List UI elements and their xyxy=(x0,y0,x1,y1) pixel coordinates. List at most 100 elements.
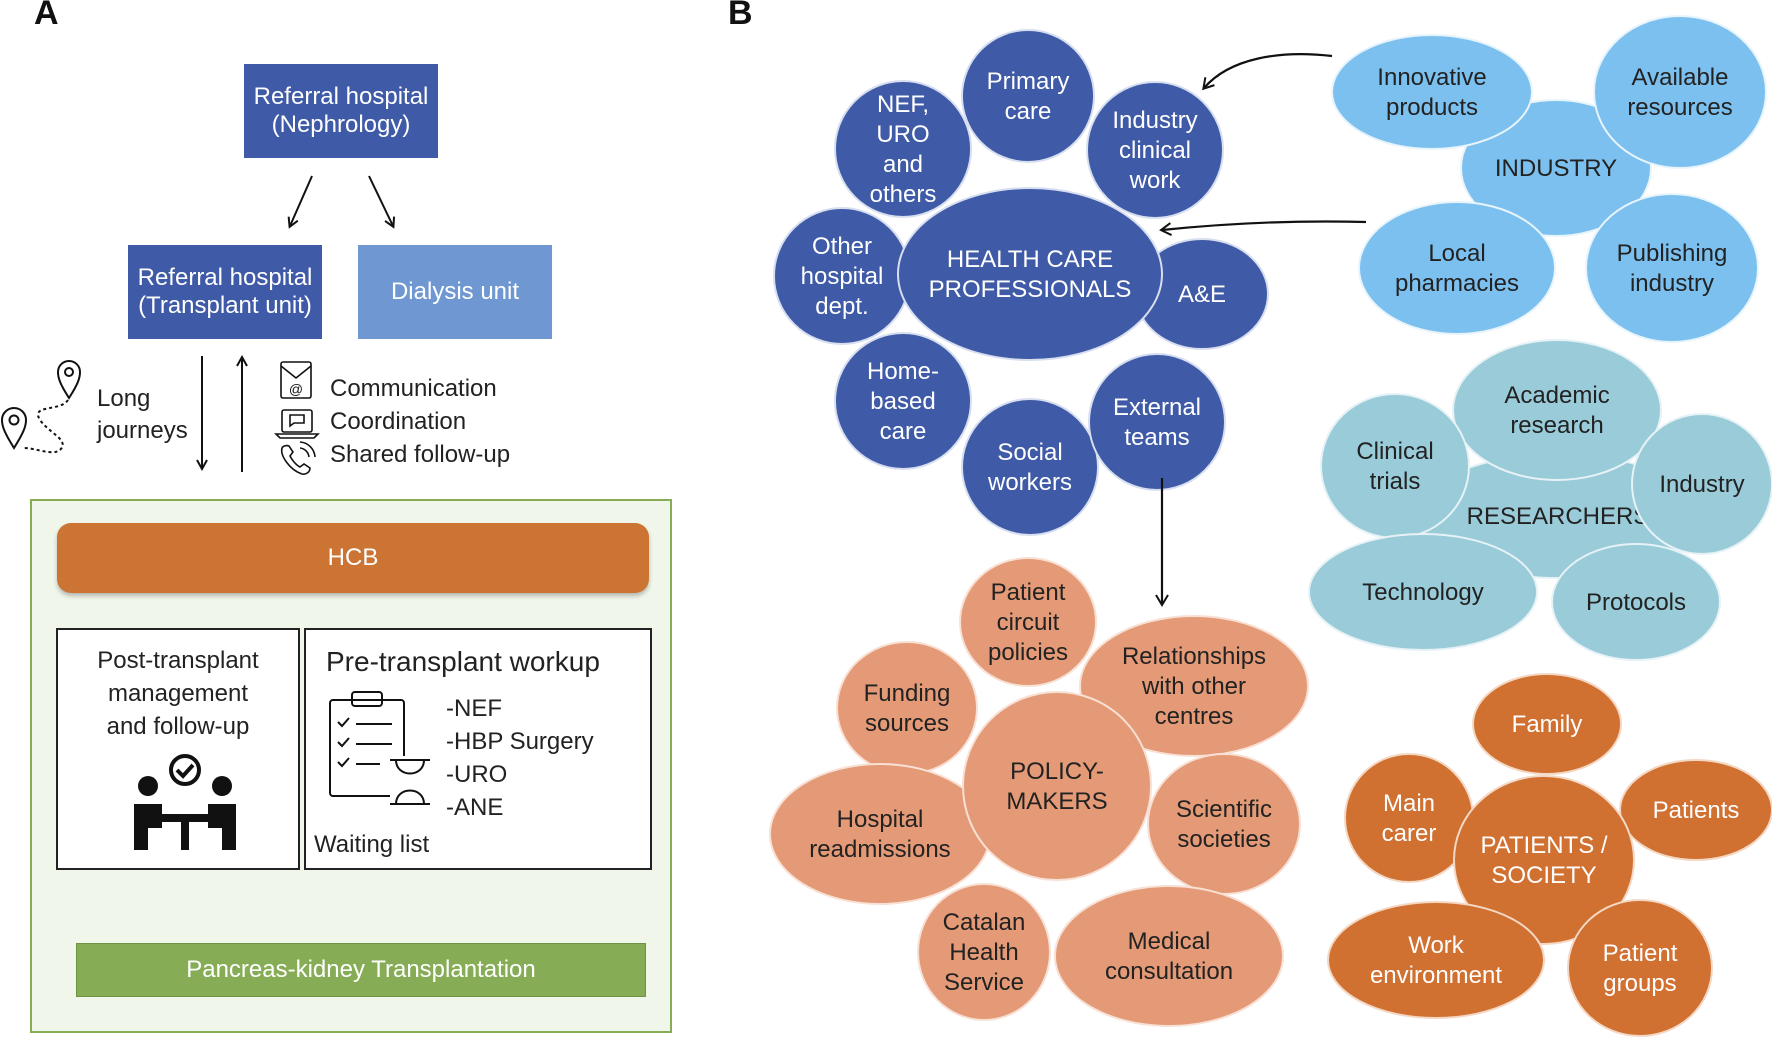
bubble-publishing-industry-shape xyxy=(1585,193,1759,343)
bubble-ae-label-1: A&E xyxy=(1178,281,1226,308)
bubble-other-hospital-dept: Other hospital dept. xyxy=(773,207,911,345)
bubble-industry-clinical-work-shape xyxy=(1086,81,1224,219)
bubble-scientific-societies-shape xyxy=(1147,753,1301,895)
bubble-patients-society-center-shape xyxy=(1453,775,1635,945)
bubble-industry-clinical-work-label-1: Industry xyxy=(1112,107,1197,134)
bubble-available-resources-label-1: Available xyxy=(1632,64,1729,91)
bubble-funding-sources-label-2: sources xyxy=(865,710,949,737)
arrow-nephro-to-transplant xyxy=(290,175,313,226)
hcb-bar: HCB xyxy=(57,523,649,593)
bubble-protocols-label-1: Protocols xyxy=(1586,589,1686,616)
bubble-nef-uro-others-label-2: URO xyxy=(876,121,929,148)
bubble-home-based-care-label-2: based xyxy=(870,388,935,415)
bubble-patients-shape xyxy=(1619,759,1772,861)
bubble-social-workers: Social workers xyxy=(961,398,1099,536)
bubble-other-hospital-dept-label-2: hospital xyxy=(801,263,884,290)
dialysis-unit-box: Dialysis unit xyxy=(358,245,552,339)
long-journeys-line2: journeys xyxy=(97,417,188,444)
bubble-catalan-health-service-label-2: Health xyxy=(949,939,1018,966)
bubble-health-care-professionals-shape xyxy=(897,187,1163,361)
bubble-patient-circuit-policies-label-2: circuit xyxy=(997,609,1060,636)
map-pin-icon xyxy=(0,360,82,454)
bubble-other-hospital-dept-label-1: Other xyxy=(812,233,872,260)
bubble-patient-groups-label-2: groups xyxy=(1603,970,1676,997)
item-nef: -NEF xyxy=(446,695,502,722)
referral-transplant-line1: Referral hospital xyxy=(137,264,313,292)
bubble-medical-consultation-shape xyxy=(1054,885,1284,1027)
bubble-hospital-readmissions-shape xyxy=(769,763,991,905)
bubble-policy-makers-center-label-2: MAKERS xyxy=(1006,788,1107,815)
bubble-clinical-trials-label-1: Clinical xyxy=(1356,438,1433,465)
bubble-health-care-professionals-label-2: PROFESSIONALS xyxy=(929,276,1132,303)
bubble-primary-care-label-2: care xyxy=(1005,98,1052,125)
bubble-relationships-other-centres-label-1: Relationships xyxy=(1122,643,1266,670)
shared-follow-up-label: Shared follow-up xyxy=(330,441,511,468)
coordination-label: Coordination xyxy=(330,408,467,435)
arrow-industry-to-hcp-top xyxy=(1202,53,1333,91)
bubble-patient-groups-shape xyxy=(1567,899,1713,1037)
bubble-primary-care-label-1: Primary xyxy=(987,68,1070,95)
referral-nephrology-line2: (Nephrology) xyxy=(271,111,411,138)
bubble-publishing-industry-label-2: industry xyxy=(1630,270,1714,297)
referral-nephrology-line1: Referral hospital xyxy=(253,83,429,111)
item-uro: -URO xyxy=(446,761,508,788)
bubble-hospital-readmissions-label-2: readmissions xyxy=(809,836,950,863)
long-journeys-line1: Long xyxy=(97,385,151,412)
bubble-patients-society-center: PATIENTS /SOCIETY xyxy=(1453,775,1635,945)
bubble-social-workers-label-1: Social xyxy=(997,439,1062,466)
bubble-nef-uro-others-label-4: others xyxy=(870,181,937,208)
bubble-relationships-other-centres-shape xyxy=(1079,615,1309,757)
bubble-technology-label-1: Technology xyxy=(1362,579,1483,606)
bubble-relationships-other-centres-label-2: with other xyxy=(1141,673,1246,700)
communication-list: Communication Coordination Shared follow… xyxy=(330,372,590,471)
bubble-policy-makers-center-shape xyxy=(962,691,1152,881)
bubble-patients: Patients xyxy=(1619,759,1772,861)
bubble-work-environment-label-1: Work xyxy=(1408,932,1465,959)
bubble-family: Family xyxy=(1472,673,1622,775)
bubble-innovative-products: Innovative products xyxy=(1331,34,1533,150)
bubble-medical-consultation-label-1: Medical xyxy=(1128,928,1211,955)
post-transplant-box: Post-transplant management and follow-up xyxy=(56,628,300,870)
svg-text:@: @ xyxy=(289,381,303,397)
bubble-catalan-health-service-label-1: Catalan xyxy=(943,909,1026,936)
referral-transplant-box: Referral hospital (Transplant unit) xyxy=(128,245,322,339)
referral-transplant-line2: (Transplant unit) xyxy=(138,292,312,319)
bubble-nef-uro-others-label-1: NEF, xyxy=(877,91,929,118)
laptop-chat-icon xyxy=(274,409,320,439)
bubble-social-workers-label-2: workers xyxy=(987,469,1072,496)
bubble-work-environment-shape xyxy=(1327,901,1545,1019)
bubble-primary-care: Primary care xyxy=(961,29,1095,163)
bubble-industry-clinical-work-label-3: work xyxy=(1129,167,1182,194)
team-meeting-icon xyxy=(134,754,236,850)
bubble-academic-research-shape xyxy=(1452,339,1662,481)
bubble-patient-circuit-policies-label-3: policies xyxy=(988,639,1068,666)
bubble-industry-research-shape xyxy=(1631,413,1772,555)
bubble-protocols: Protocols xyxy=(1551,543,1721,661)
bubble-technology: Technology xyxy=(1308,533,1538,651)
bubble-other-hospital-dept-label-3: dept. xyxy=(815,293,868,320)
post-transplant-text: Post-transplant management and follow-up xyxy=(58,644,298,743)
bubble-industry-clinical-work-label-2: clinical xyxy=(1119,137,1191,164)
bubble-external-teams-label-2: teams xyxy=(1124,424,1189,451)
bubble-family-shape xyxy=(1472,673,1622,775)
bubble-policy-makers-center-label-1: POLICY- xyxy=(1010,758,1104,785)
bubble-innovative-products-label-2: products xyxy=(1386,94,1478,121)
bubble-innovative-products-label-1: Innovative xyxy=(1377,64,1486,91)
transplantation-bar: Pancreas-kidney Transplantation xyxy=(76,943,646,997)
pre-transplant-box: Pre-transplant workup -NEF -HBP Surgery … xyxy=(304,628,652,870)
bubble-home-based-care-label-1: Home- xyxy=(867,358,939,385)
post-transplant-line2: management xyxy=(107,680,249,707)
bubble-policy-makers-center: POLICY- MAKERS xyxy=(962,691,1152,881)
